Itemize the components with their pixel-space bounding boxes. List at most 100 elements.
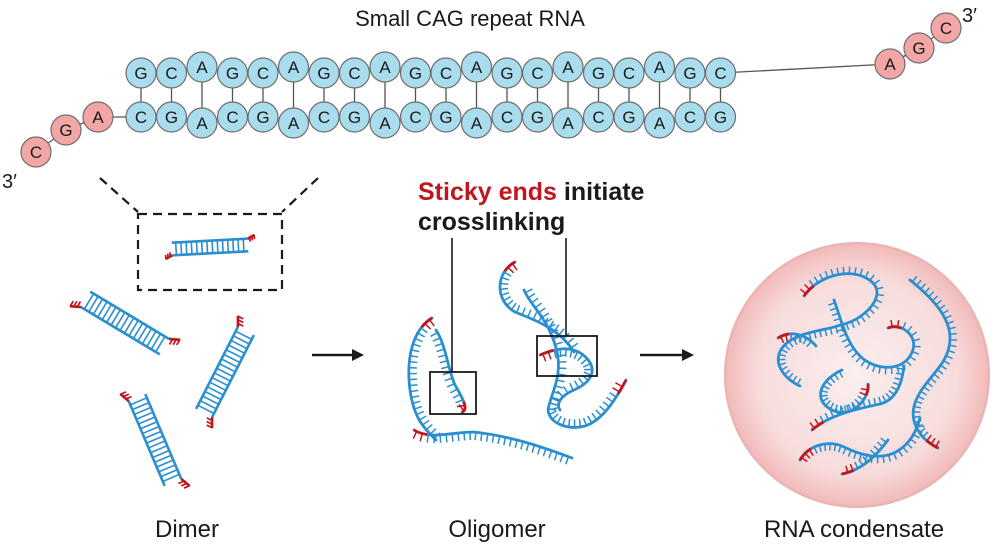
base-letter: C <box>226 108 238 127</box>
bottom-base: C <box>216 101 249 133</box>
condensate-strand-1 <box>776 266 884 388</box>
base-letter: C <box>409 108 421 127</box>
zoomed-dimer <box>164 233 256 261</box>
top-overhang-base: G <box>903 32 935 64</box>
base-letter: A <box>471 114 483 133</box>
bottom-base: C <box>491 101 523 133</box>
base-letter: G <box>592 64 605 83</box>
bottom-base: G <box>521 101 554 133</box>
sticky-end <box>69 300 82 309</box>
sticky-end <box>119 391 132 403</box>
bottom-base: A <box>277 107 310 139</box>
top-base: C <box>704 57 737 89</box>
base-letter: G <box>59 121 72 140</box>
condensate-strand-8 <box>840 437 890 476</box>
bottom-base: A <box>552 107 584 139</box>
base-letter: G <box>226 64 239 83</box>
oligomer-strand-6 <box>522 288 628 429</box>
bottom-base: G <box>338 101 371 133</box>
top-base: C <box>338 57 371 89</box>
top-overhang-base: C <box>930 12 962 44</box>
base-letter: C <box>165 64 177 83</box>
top-base: A <box>277 51 310 83</box>
base-letter: G <box>500 64 513 83</box>
base-letter: A <box>196 58 208 77</box>
bottom-base: A <box>186 107 218 139</box>
top-base: G <box>216 57 249 89</box>
bottom-overhang-base: G <box>50 114 82 146</box>
base-letter: A <box>884 55 896 74</box>
base-letter: A <box>654 114 666 133</box>
top-base: A <box>186 51 218 83</box>
top-base: G <box>125 57 157 89</box>
base-letter: G <box>622 108 635 127</box>
base-letter: G <box>439 108 452 127</box>
bottom-base: G <box>155 101 188 133</box>
base-letter: G <box>348 108 361 127</box>
base-letter: G <box>165 108 178 127</box>
dimer-group <box>69 233 256 489</box>
dimer-3 <box>119 391 191 489</box>
base-letter: C <box>257 64 269 83</box>
bottom-base: G <box>247 101 279 133</box>
zoom-box <box>136 212 284 292</box>
crosslink-boxes <box>429 335 598 415</box>
sticky-end <box>206 417 214 429</box>
bottom-base: A <box>369 107 401 139</box>
condensate-droplet <box>724 242 990 508</box>
callout-initiate: initiate <box>557 178 645 206</box>
top-base: A <box>552 51 584 83</box>
base-letter: C <box>135 108 147 127</box>
callout-line-1: Sticky ends initiate <box>418 178 645 206</box>
base-letter: A <box>379 58 391 77</box>
sticky-end <box>246 233 256 242</box>
condensate-strand-2 <box>828 298 921 375</box>
callout-pointers <box>451 238 567 372</box>
bottom-base: C <box>582 101 615 133</box>
base-letter: G <box>134 64 147 83</box>
top-3prime-label: 3′ <box>962 5 977 27</box>
bottom-base: G <box>430 101 462 133</box>
callout-line-2: crosslinking <box>418 208 565 236</box>
condensate-network <box>776 266 957 476</box>
base-pair-links <box>35 27 947 153</box>
bottom-base: A <box>643 107 676 139</box>
dimer-2 <box>194 315 256 429</box>
base-letter: A <box>562 58 574 77</box>
base-letter: A <box>654 58 666 77</box>
base-letter: C <box>501 108 513 127</box>
base-letter: G <box>683 64 696 83</box>
sticky-end <box>168 337 181 346</box>
top-base: C <box>155 57 188 89</box>
condensate-strand-7 <box>819 368 870 414</box>
base-letter: C <box>318 108 330 127</box>
title: Small CAG repeat RNA <box>355 6 585 31</box>
sticky-end <box>236 315 244 327</box>
top-base: G <box>491 57 523 89</box>
bottom-3prime-label: 3′ <box>2 171 17 193</box>
top-base: G <box>582 57 615 89</box>
base-letter: G <box>912 39 925 58</box>
condensate-strand-6 <box>798 416 925 464</box>
base-letter: G <box>409 64 422 83</box>
top-base: C <box>613 57 645 89</box>
base-letter: A <box>471 58 483 77</box>
zoom-lines <box>99 177 319 292</box>
bottom-base: A <box>460 107 493 139</box>
crosslink-box-1 <box>429 371 477 415</box>
callout-sticky-ends: Sticky ends <box>418 178 557 206</box>
top-base: C <box>430 57 462 89</box>
base-letter: G <box>531 108 544 127</box>
top-base: C <box>247 57 279 89</box>
base-letter: G <box>256 108 269 127</box>
label-oligomer: Oligomer <box>448 516 545 543</box>
sticky-end <box>164 252 174 261</box>
oligomer-strand-3 <box>412 428 574 465</box>
base-letter: C <box>623 64 635 83</box>
bottom-base: G <box>704 101 737 133</box>
base-letter: A <box>562 114 574 133</box>
base-letter: C <box>348 64 360 83</box>
sticky-end <box>178 477 191 489</box>
